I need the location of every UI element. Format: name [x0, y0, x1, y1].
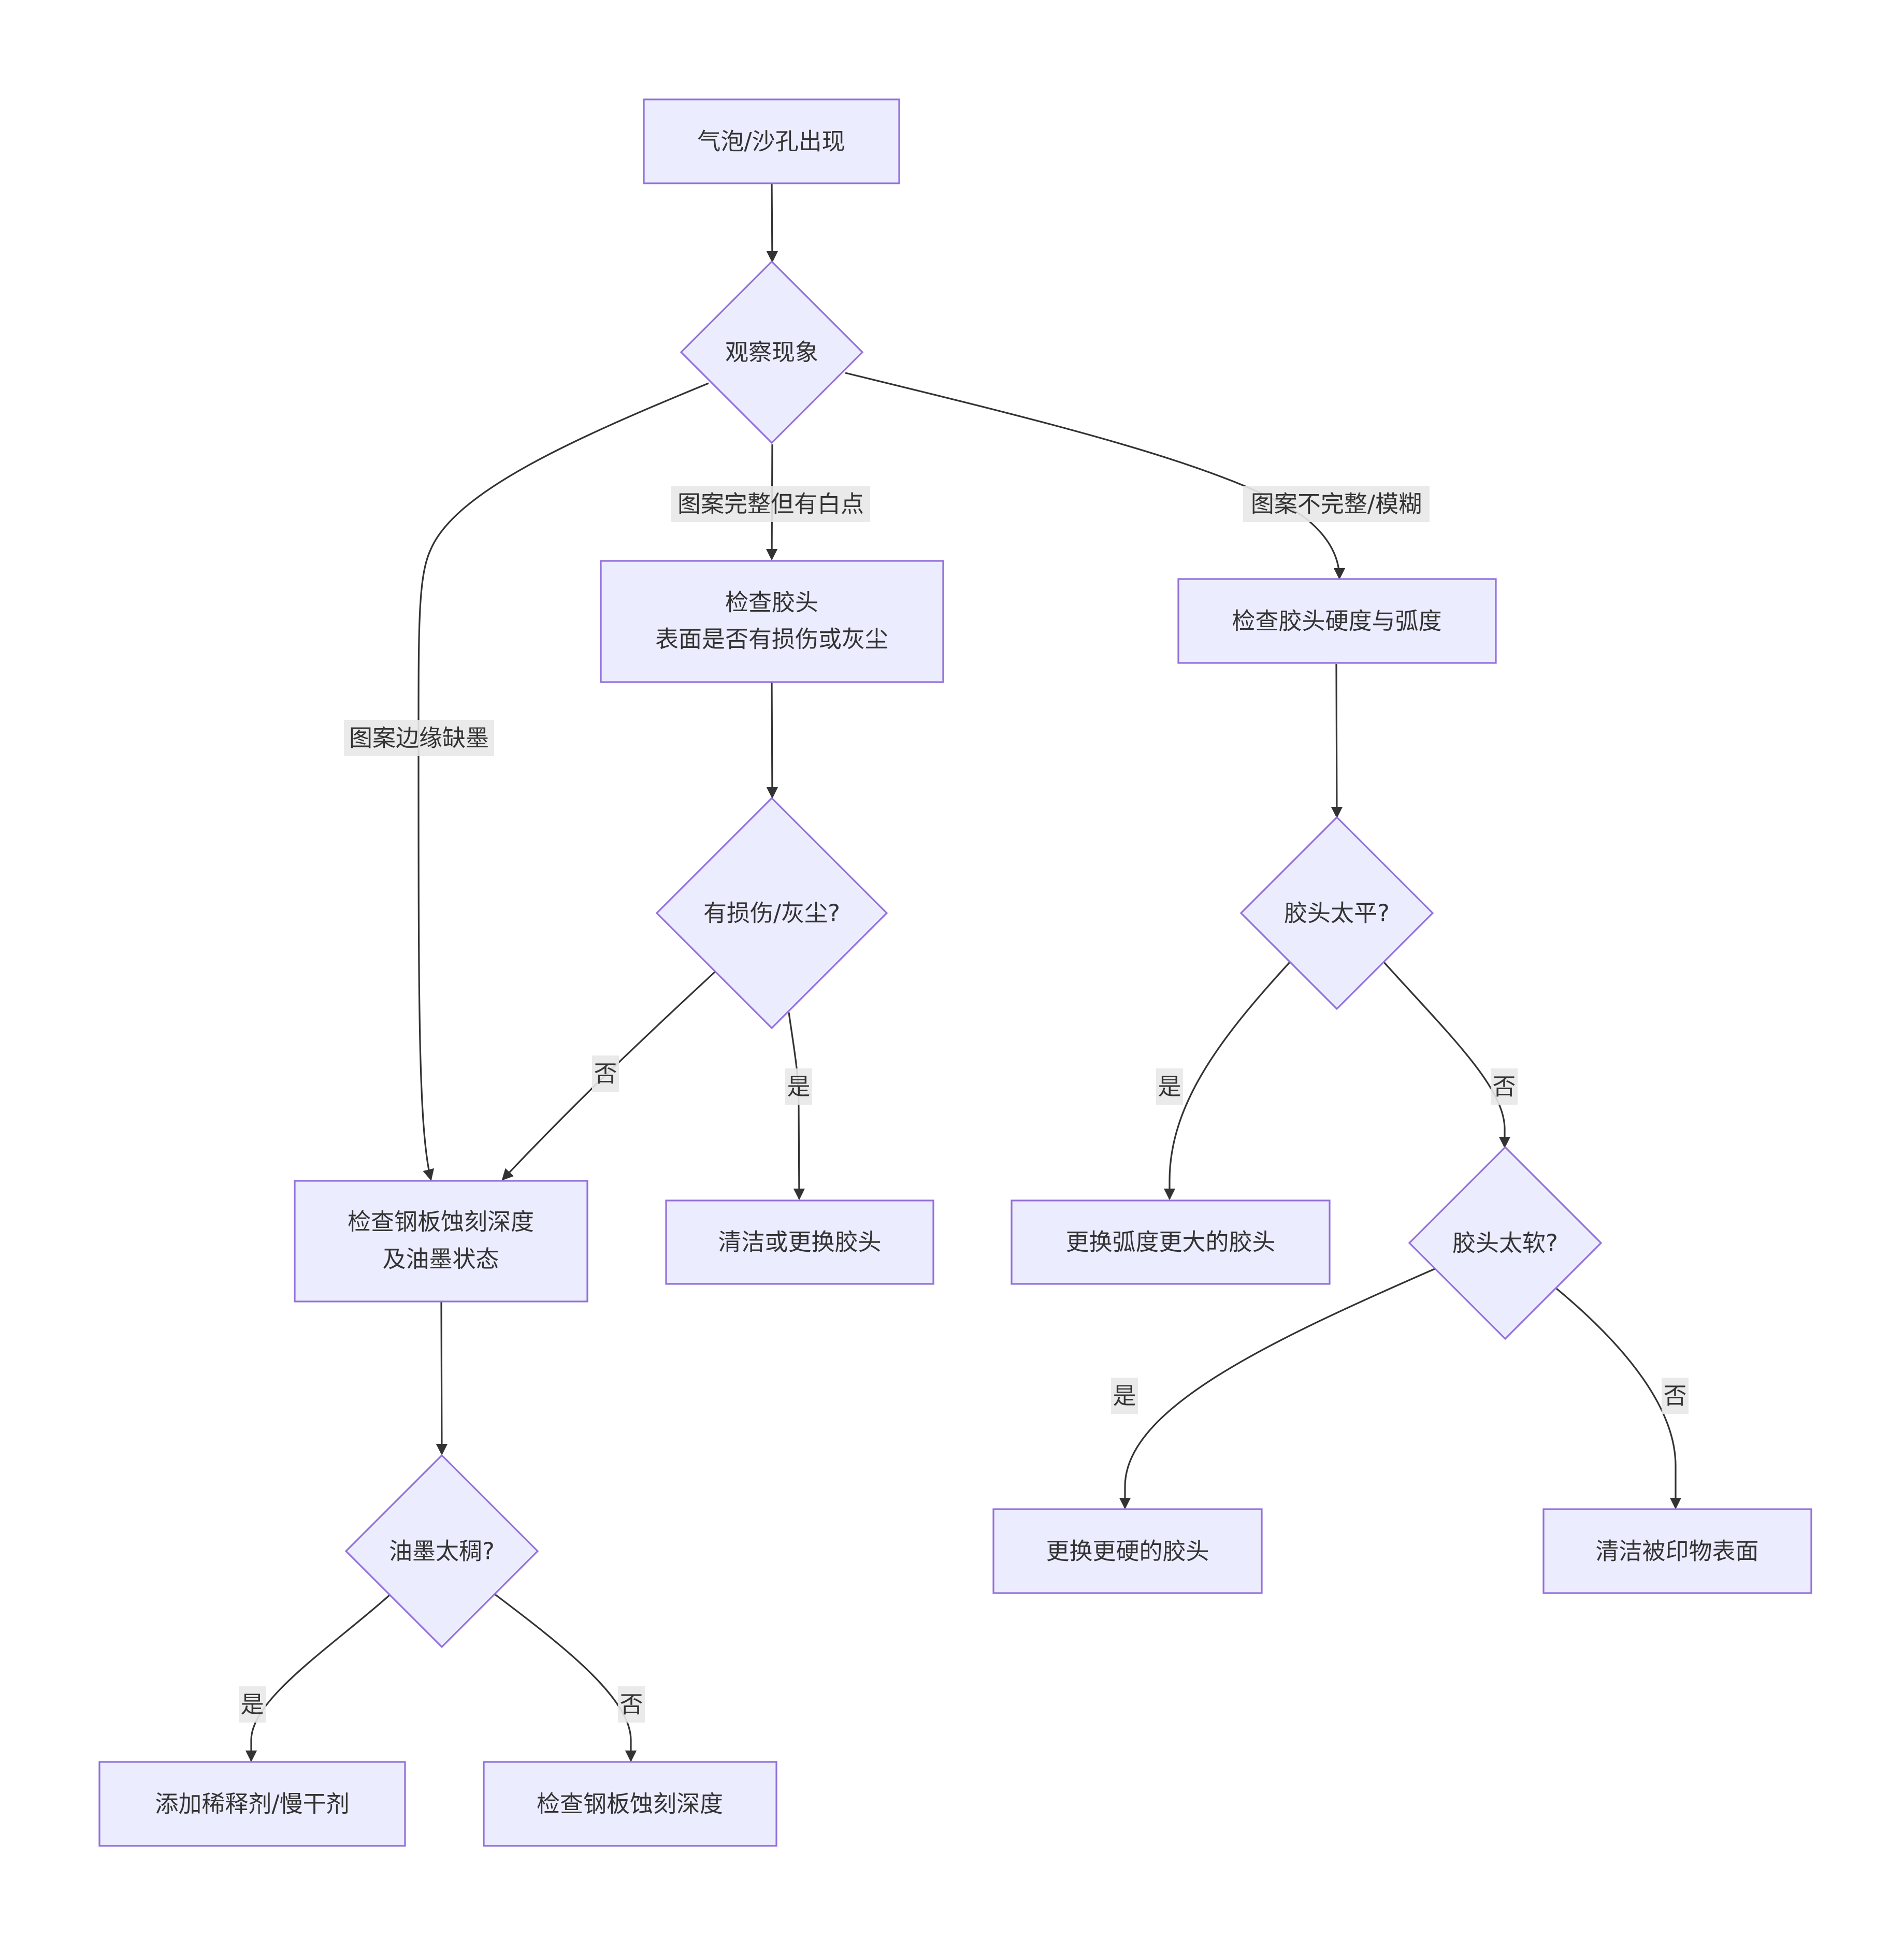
- svg-text:表面是否有损伤或灰尘: 表面是否有损伤或灰尘: [655, 626, 888, 653]
- svg-text:图案不完整/模糊: 图案不完整/模糊: [1251, 490, 1422, 518]
- label-damage-yes: 是: [785, 1068, 812, 1105]
- svg-text:检查胶头硬度与弧度: 检查胶头硬度与弧度: [1232, 608, 1441, 635]
- node-soft-question[interactable]: 胶头太软?: [1408, 1146, 1603, 1340]
- svg-text:胶头太软?: 胶头太软?: [1452, 1230, 1558, 1257]
- node-flat-question[interactable]: 胶头太平?: [1239, 816, 1434, 1010]
- node-replace-harder[interactable]: 更换更硬的胶头: [992, 1508, 1263, 1594]
- svg-text:胶头太平?: 胶头太平?: [1284, 900, 1390, 927]
- svg-text:油墨太稠?: 油墨太稠?: [389, 1538, 495, 1565]
- node-clean-surface[interactable]: 清洁被印物表面: [1542, 1508, 1812, 1594]
- svg-text:否: 否: [619, 1691, 643, 1718]
- svg-text:更换弧度更大的胶头: 更换弧度更大的胶头: [1065, 1228, 1275, 1256]
- svg-text:是: 是: [240, 1691, 264, 1718]
- edge-observe-check-plate: [417, 382, 709, 1181]
- edge-soft-q-clean-surface: [1555, 1288, 1682, 1510]
- svg-text:是: 是: [1158, 1073, 1181, 1101]
- svg-text:有损伤/灰尘?: 有损伤/灰尘?: [703, 900, 840, 927]
- label-pattern-complete-white: 图案完整但有白点: [671, 486, 870, 522]
- node-clean-replace[interactable]: 清洁或更换胶头: [665, 1199, 934, 1285]
- label-damage-no: 否: [592, 1055, 619, 1092]
- svg-text:否: 否: [594, 1060, 617, 1088]
- svg-text:否: 否: [1663, 1382, 1686, 1410]
- node-replace-curved[interactable]: 更换弧度更大的胶头: [1011, 1199, 1331, 1285]
- svg-text:是: 是: [1113, 1382, 1136, 1410]
- label-soft-no: 否: [1662, 1378, 1689, 1414]
- node-check-plate-depth[interactable]: 检查钢板蚀刻深度: [483, 1761, 777, 1847]
- edge-flat-q-soft-q: [1383, 961, 1511, 1149]
- node-check-plate[interactable]: 检查钢板蚀刻深度 及油墨状态: [294, 1180, 588, 1303]
- svg-text:图案边缘缺墨: 图案边缘缺墨: [349, 725, 489, 752]
- label-edge-missing-ink: 图案边缘缺墨: [344, 720, 494, 756]
- edge-observe-check-hardness: [845, 372, 1346, 580]
- edge-soft-q-replace-harder: [1119, 1268, 1435, 1510]
- node-ink-question[interactable]: 油墨太稠?: [344, 1454, 539, 1648]
- node-check-hardness[interactable]: 检查胶头硬度与弧度: [1177, 578, 1497, 664]
- label-pattern-incomplete: 图案不完整/模糊: [1243, 486, 1430, 522]
- label-flat-no: 否: [1491, 1068, 1518, 1105]
- svg-text:检查胶头: 检查胶头: [725, 589, 818, 616]
- node-damage-question[interactable]: 有损伤/灰尘?: [655, 797, 888, 1030]
- svg-text:清洁被印物表面: 清洁被印物表面: [1595, 1538, 1758, 1565]
- svg-text:添加稀释剂/慢干剂: 添加稀释剂/慢干剂: [155, 1790, 349, 1818]
- edge-labels: 图案完整但有白点 图案不完整/模糊 图案边缘缺墨 否 是 是 否 是: [239, 486, 1689, 1723]
- label-flat-yes: 是: [1156, 1068, 1183, 1105]
- label-ink-no: 否: [618, 1686, 645, 1723]
- label-ink-yes: 是: [239, 1686, 266, 1723]
- edge-ink-q-add-thinner: [245, 1594, 391, 1762]
- edge-check-hardness-flat-q: [1331, 663, 1343, 819]
- edges: [245, 183, 1682, 1762]
- svg-text:是: 是: [787, 1073, 810, 1101]
- svg-text:检查钢板蚀刻深度: 检查钢板蚀刻深度: [537, 1790, 723, 1818]
- nodes: 气泡/沙孔出现 观察现象 检查胶头 表面是否有损伤或灰尘 检查胶头硬度与弧度 有…: [98, 98, 1812, 1847]
- node-add-thinner[interactable]: 添加稀释剂/慢干剂: [98, 1761, 406, 1847]
- node-check-head-surface[interactable]: 检查胶头 表面是否有损伤或灰尘: [600, 560, 944, 683]
- edge-ink-q-check-plate-depth: [494, 1593, 637, 1762]
- edge-check-plate-ink-q: [436, 1300, 448, 1456]
- svg-text:气泡/沙孔出现: 气泡/沙孔出现: [697, 128, 845, 155]
- svg-text:更换更硬的胶头: 更换更硬的胶头: [1046, 1538, 1209, 1565]
- node-start[interactable]: 气泡/沙孔出现: [643, 98, 900, 184]
- svg-text:清洁或更换胶头: 清洁或更换胶头: [718, 1228, 881, 1256]
- svg-text:观察现象: 观察现象: [725, 339, 818, 366]
- edge-flat-q-replace-curved: [1163, 961, 1291, 1201]
- svg-text:及油墨状态: 及油墨状态: [382, 1246, 499, 1273]
- svg-text:检查钢板蚀刻深度: 检查钢板蚀刻深度: [348, 1208, 534, 1236]
- node-observe[interactable]: 观察现象: [680, 260, 864, 444]
- svg-text:否: 否: [1492, 1073, 1516, 1101]
- svg-text:图案完整但有白点: 图案完整但有白点: [677, 490, 864, 518]
- label-soft-yes: 是: [1111, 1378, 1138, 1414]
- edge-damage-q-clean-replace: [788, 1012, 805, 1201]
